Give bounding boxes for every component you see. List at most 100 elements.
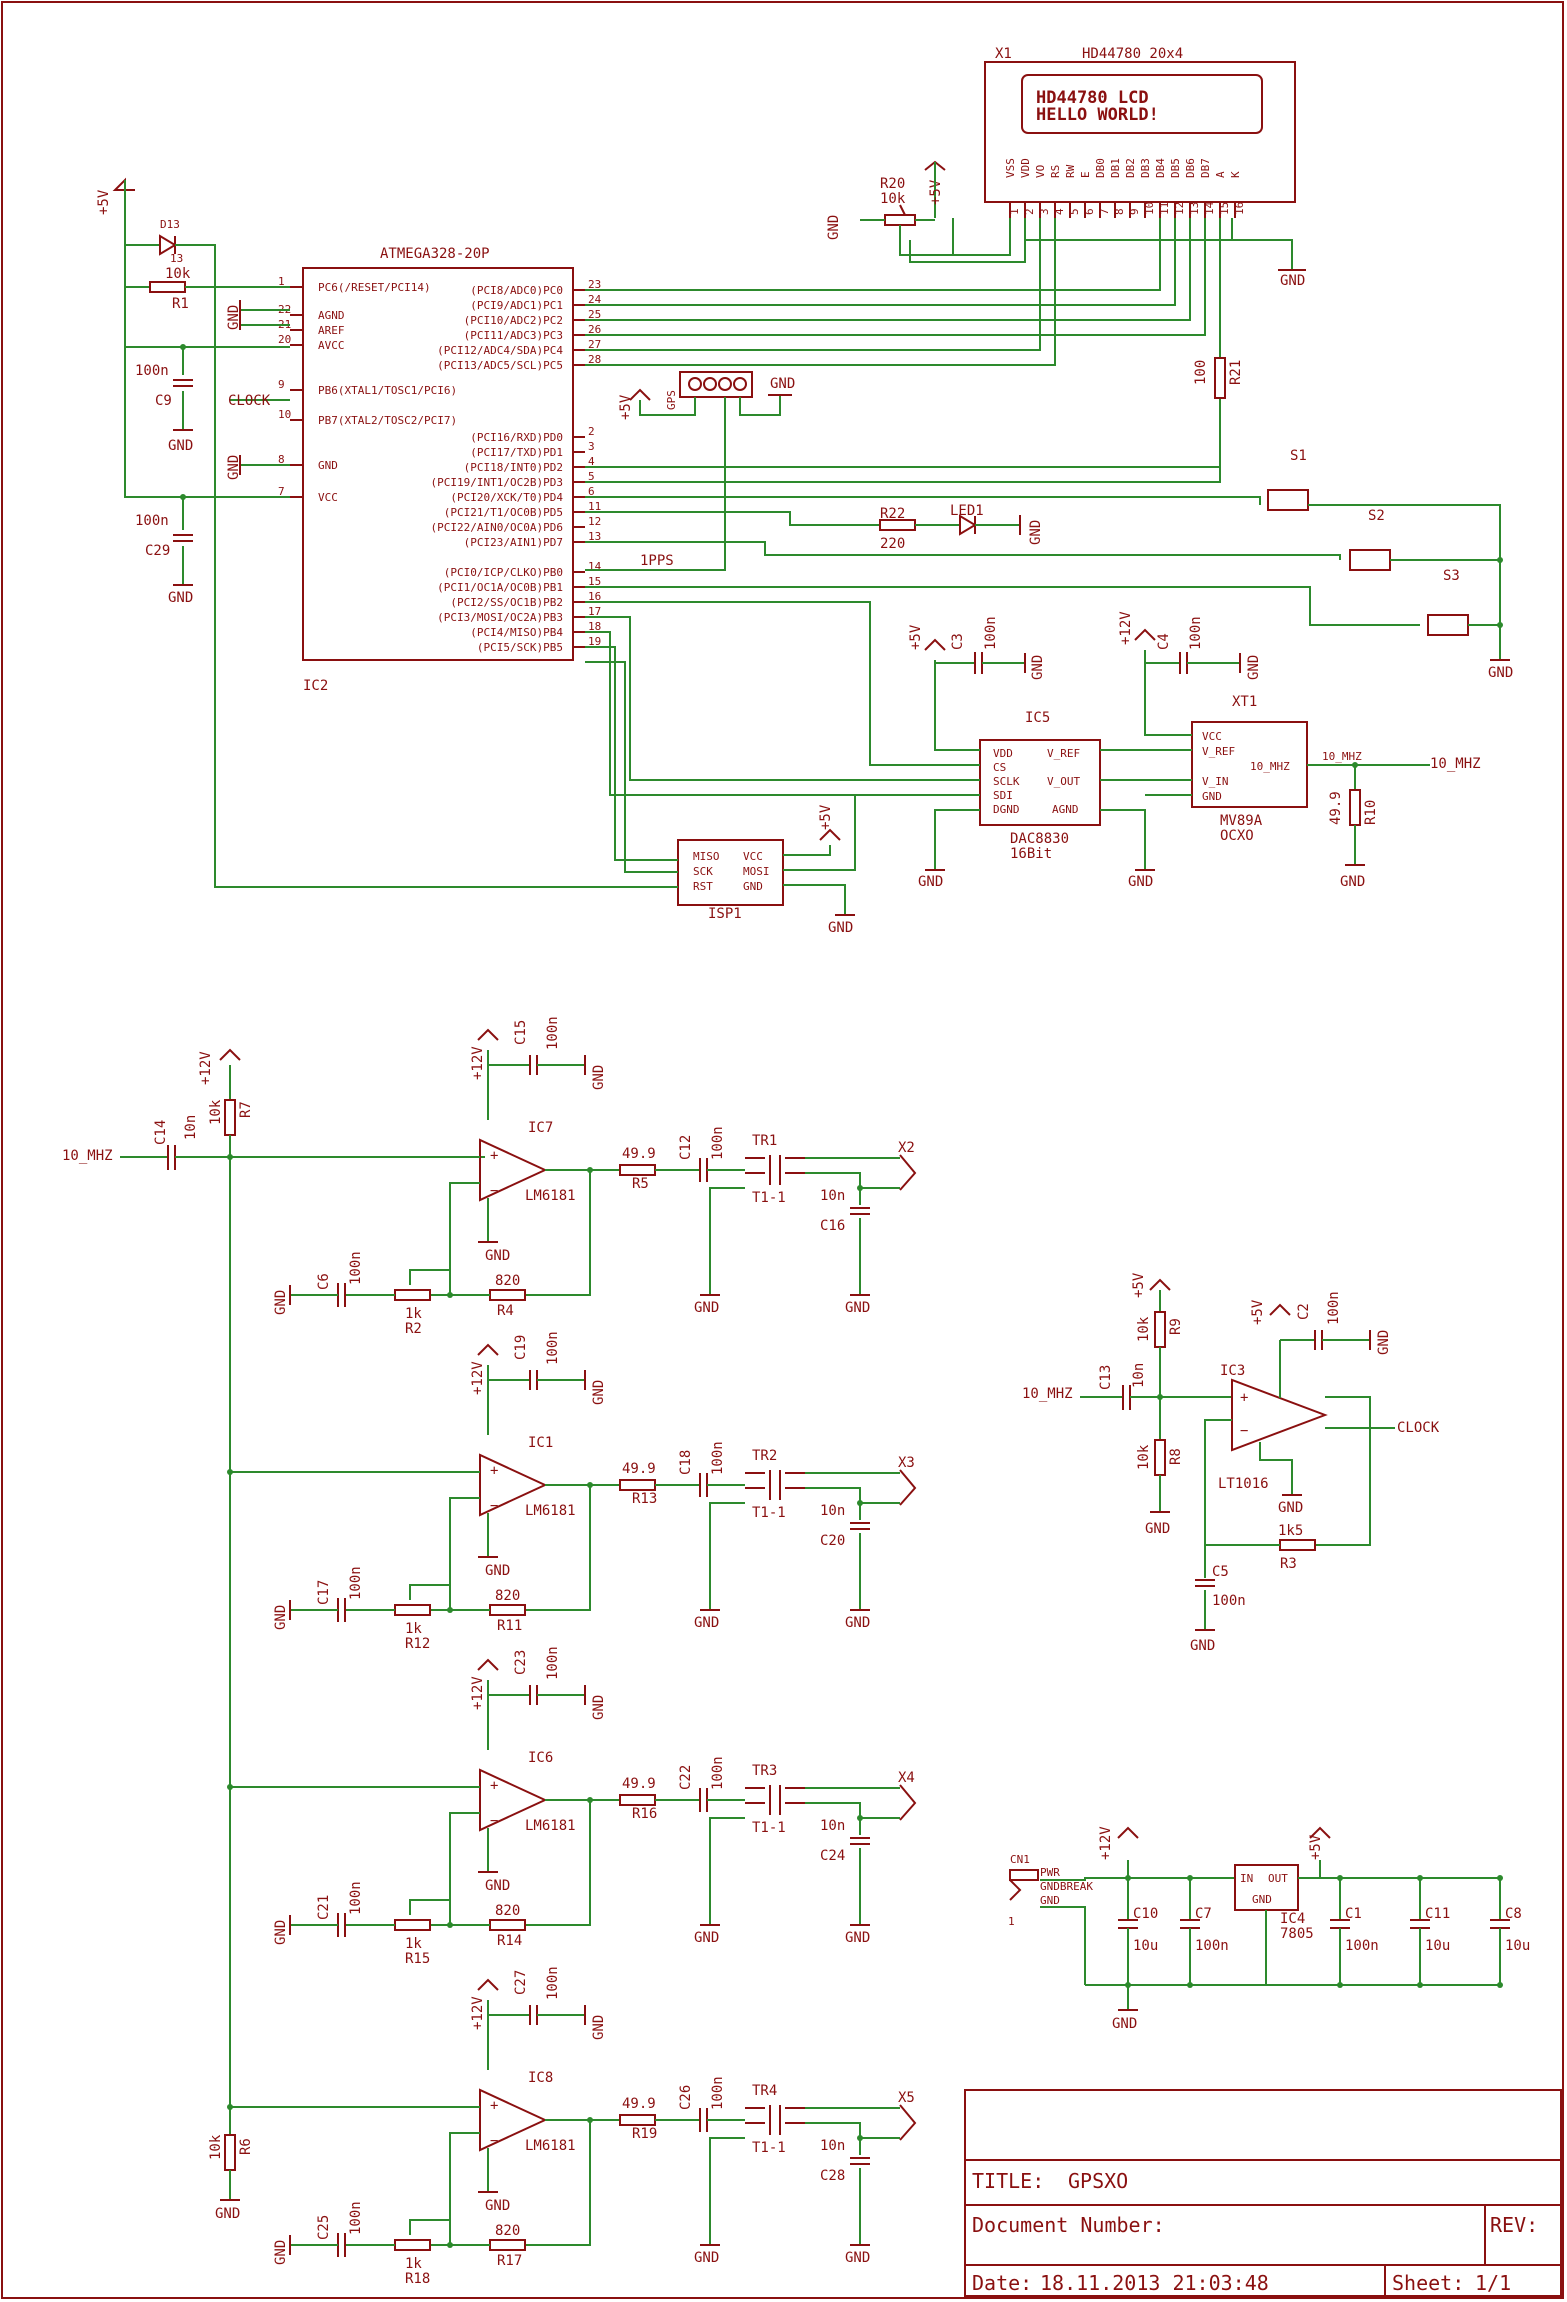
mcu-left-pin-name: AGND (318, 309, 345, 322)
c2-value: 100n (1326, 1291, 1342, 1325)
lcd-pin-label: K (1229, 171, 1242, 178)
amp-tr-gnd: GND (694, 1300, 719, 1316)
lcd-line2: HELLO WORLD! (1036, 105, 1159, 125)
amp-tr-gnd: GND (694, 1930, 719, 1946)
r21-value: 100 (1193, 360, 1209, 385)
amp-cout-ref: C18 (678, 1450, 694, 1475)
mcu-ic2: ATMEGA328-20P IC2 PC6(/RESET/PCI14)1AGND… (278, 246, 602, 694)
ic3-gnd: GND (1278, 1500, 1303, 1516)
amp-csup-ref: C19 (513, 1335, 529, 1360)
lcd-pin-number: 7 (1098, 208, 1111, 215)
doc-number-label: Document Number: (972, 2213, 1165, 2237)
amp-tr-type: T1-1 (752, 2140, 786, 2156)
mcu-right-pin-name: (PCI8/ADC0)PC0 (470, 284, 563, 297)
ps-12v: +12V (1098, 1826, 1114, 1860)
c9-ref: C9 (155, 393, 172, 409)
r6-value: 10k (208, 2134, 224, 2160)
c13-ref: C13 (1098, 1365, 1114, 1390)
amp-rout-value: 49.9 (622, 1776, 656, 1792)
c29-ref: C29 (145, 543, 170, 559)
lcd-pin-number: 15 (1218, 202, 1231, 215)
r20-pot: R20 10k GND +5V (826, 160, 953, 256)
amp-type: LM6181 (525, 1818, 576, 1834)
amp-rout-value: 49.9 (622, 2096, 656, 2112)
mcu-right-pin-name: (PCI16/RXD)PD0 (470, 431, 563, 444)
mcu-right-pin-num: 28 (588, 353, 601, 366)
c3-value: 100n (983, 616, 999, 650)
sw-gnd: GND (1488, 665, 1513, 681)
r20-value: 10k (880, 191, 906, 207)
amp-cin-value: 100n (348, 1566, 364, 1600)
amp-csup-value: 100n (545, 1966, 561, 2000)
amp-rfb-ref: R4 (497, 1303, 514, 1319)
mcu-left-pin-name: PB6(XTAL1/TOSC1/PCI6) (318, 384, 457, 397)
dac-cs: CS (993, 761, 1006, 774)
amp-ic-ref: IC8 (528, 2070, 553, 2086)
c13-value: 10n (1131, 1363, 1147, 1388)
mcu-right-pin-name: (PCI11/ADC3)PC3 (464, 329, 563, 342)
amp-rfb-value: 820 (495, 1273, 520, 1289)
r10-value: 49.9 (1328, 791, 1344, 825)
dac-5v: +5V (908, 624, 924, 650)
mcu-right-pin-num: 12 (588, 515, 601, 528)
lcd-pin-number: 6 (1083, 208, 1096, 215)
led-gnd: GND (1028, 520, 1044, 545)
amp-rfb-value: 820 (495, 1588, 520, 1604)
ps-cap-value: 10u (1425, 1938, 1450, 1954)
amp-ic-ref: IC1 (528, 1435, 553, 1451)
r6-gnd: GND (215, 2206, 240, 2222)
mcu-right-pin-name: (PCI4/MISO)PB4 (470, 626, 563, 639)
lcd-x1: X1 HD44780 20x4 HD44780 LCD HELLO WORLD!… (984, 46, 1296, 218)
amp-csup-value: 100n (545, 1016, 561, 1050)
lcd-pin-label: DB0 (1094, 158, 1107, 178)
isp-vcc: VCC (743, 850, 763, 863)
amp-rout-value: 49.9 (622, 1146, 656, 1162)
pps-label: 1PPS (640, 553, 674, 569)
mcu-right-pin-name: (PCI18/INT0)PD2 (464, 461, 563, 474)
amp-cfilt-gnd: GND (845, 2250, 870, 2266)
amp-type: LM6181 (525, 1188, 576, 1204)
amp-cfilt-ref: C16 (820, 1218, 845, 1234)
dac-sdi: SDI (993, 789, 1013, 802)
dac-vout: V_OUT (1047, 775, 1080, 788)
lcd-pin-number: 11 (1158, 202, 1171, 215)
mcu-left-pin-num: 9 (278, 378, 285, 391)
amp-csup-ref: C27 (513, 1970, 529, 1995)
mcu-right-pin-name: (PCI19/INT1/OC2B)PD3 (431, 476, 563, 489)
clock-label: CLOCK (228, 393, 271, 409)
amp-rout-value: 49.9 (622, 1461, 656, 1477)
dac-agnd: AGND (1052, 803, 1079, 816)
r7-value: 10k (208, 1099, 224, 1125)
lcd-pin-label: DB1 (1109, 158, 1122, 178)
amp-input: 10_MHZ C14 10n +12V 10k R7 10k R6 GND (62, 1048, 485, 2222)
lcd-pin-number: 8 (1113, 208, 1126, 215)
r9-ref: R9 (1168, 1318, 1184, 1335)
amp-pot-ref: R18 (405, 2271, 430, 2287)
lcd-gnd: GND (1280, 273, 1305, 289)
amp-csup-value: 100n (545, 1331, 561, 1365)
amp-rfb-value: 820 (495, 1903, 520, 1919)
title-value: GPSXO (1068, 2169, 1128, 2193)
cn1-gnd: GND (1040, 1894, 1060, 1907)
r21-ref: R21 (1228, 360, 1244, 385)
c13-in-label: 10_MHZ (1022, 1386, 1073, 1402)
isp-gnd: GND (828, 920, 853, 936)
r7-ref: R7 (238, 1101, 254, 1118)
amp-cin-ref: C6 (316, 1273, 332, 1290)
isp-5v: +5V (818, 804, 834, 830)
amp-minus: − (490, 1813, 498, 1829)
amp-x-ref: X5 (898, 2090, 915, 2106)
isp-rst: RST (693, 880, 713, 893)
c4-gnd: GND (1246, 655, 1262, 680)
amp-cout-value: 100n (710, 2076, 726, 2110)
dac-bits: 16Bit (1010, 846, 1052, 862)
amp-cout-value: 100n (710, 1126, 726, 1160)
amp-plus: + (490, 1778, 498, 1794)
amp-csup-gnd: GND (591, 2015, 607, 2040)
title-block: TITLE: GPSXO Document Number: REV: Date:… (964, 2089, 1562, 2297)
amp-cout-value: 100n (710, 1756, 726, 1790)
ps-cap-value: 10u (1505, 1938, 1530, 1954)
r22-ref: R22 (880, 506, 905, 522)
amp-minus: − (490, 2133, 498, 2149)
amp-csup-value: 100n (545, 1646, 561, 1680)
